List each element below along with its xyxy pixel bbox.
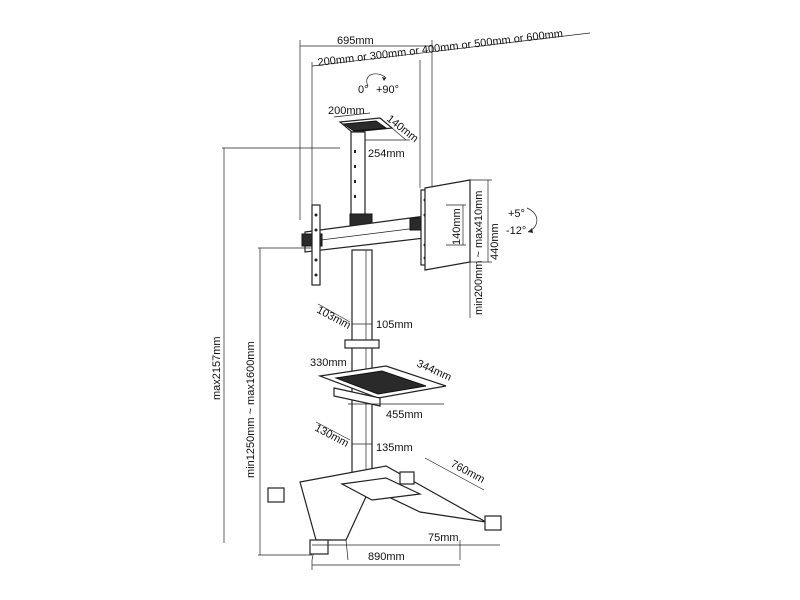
wheel-label: 75mm <box>428 532 459 544</box>
rotation-90-label: +90° <box>376 84 399 96</box>
lower-pole-width-label: 135mm <box>376 442 413 454</box>
middle-shelf: 330mm 344mm 455mm <box>310 357 453 421</box>
rotation-indicator: 0° +90° <box>358 73 399 96</box>
wheel-back-right <box>399 471 415 485</box>
bracket-range-label: min200mm ~ max410mm <box>473 191 485 315</box>
upper-pole-width-label: 105mm <box>376 319 413 331</box>
tilt-down-label: -12° <box>506 225 526 237</box>
wheel-front-left <box>309 539 329 555</box>
vesa-options-label: 200mm or 300mm or 400mm or 500mm or 600m… <box>317 28 564 69</box>
wheel-back-left <box>267 487 285 503</box>
tilt-up-label: +5° <box>508 208 525 220</box>
main-pole <box>344 249 380 481</box>
tilt-indicator: +5° -12° <box>506 207 538 237</box>
camera-shelf: 200mm 140mm 254mm <box>328 105 420 160</box>
height-range-label: min1250mm ~ max1600mm <box>245 341 257 478</box>
bracket-inner-label: 140mm <box>451 208 463 245</box>
lower-pole-depth-label: 130mm <box>313 422 351 450</box>
rotation-0-label: 0° <box>358 84 369 96</box>
shelf-depth-label: 330mm <box>310 357 347 369</box>
base-width-label: 890mm <box>368 551 405 563</box>
upper-pole-depth-label: 103mm <box>315 304 353 332</box>
top-width-label: 695mm <box>337 35 374 47</box>
top-width-dimension: 695mm <box>299 35 433 220</box>
height-dimensions: max2157mm min1250mm ~ max1600mm <box>211 147 340 556</box>
max-height-label: max2157mm <box>211 336 223 400</box>
base <box>267 465 502 561</box>
shelf-length-label: 455mm <box>386 409 423 421</box>
base-depth-label: 760mm <box>449 458 487 486</box>
bracket-outer-label: 440mm <box>489 223 501 260</box>
wheel-front-right <box>484 515 502 531</box>
camera-width-label: 200mm <box>328 105 365 117</box>
upper-mast <box>349 131 373 228</box>
bracket-dimensions: 140mm min200mm ~ max410mm 440mm <box>424 179 501 318</box>
camera-height-label: 254mm <box>368 148 405 160</box>
